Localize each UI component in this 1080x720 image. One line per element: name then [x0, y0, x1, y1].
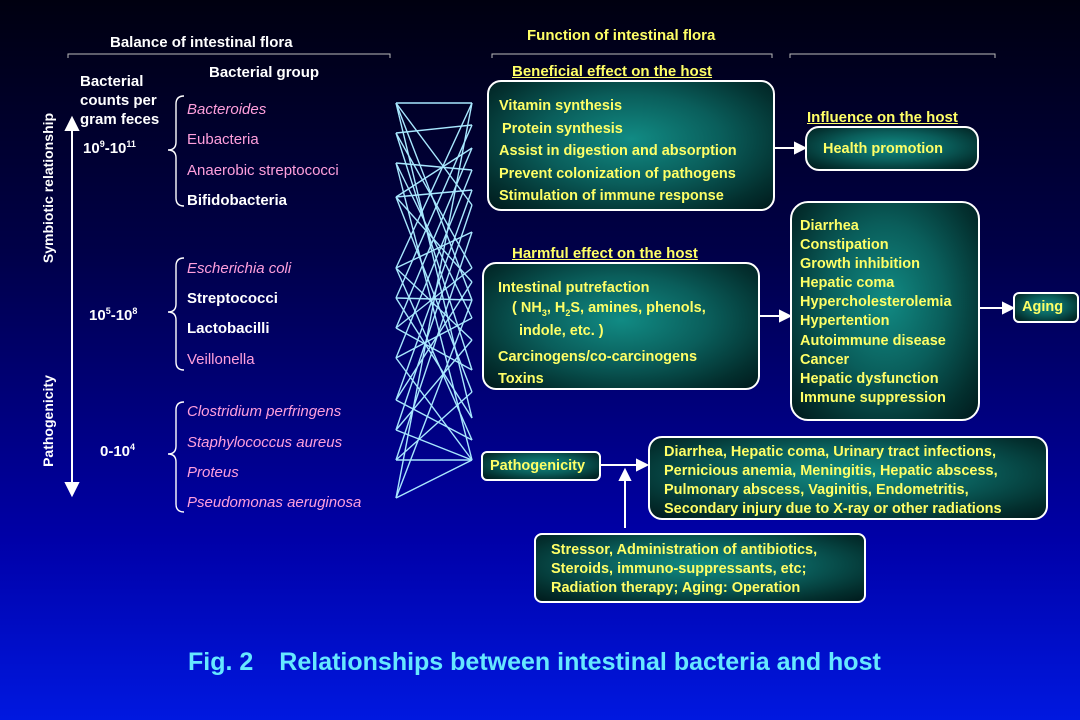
bacteria-item: Clostridium perfringens — [187, 403, 342, 420]
counts-header-line: gram feces — [80, 111, 160, 128]
link-line — [395, 317, 473, 359]
infection-line: Diarrhea, Hepatic coma, Urinary tract in… — [664, 444, 996, 460]
disease-item: Growth inhibition — [800, 256, 921, 273]
harmful-effects-box: Intestinal putrefaction ( NH3, H2S, amin… — [482, 262, 760, 390]
figure-number: Fig. 2 — [188, 648, 254, 676]
counts-header-line: Bacterial — [80, 73, 144, 90]
bacteria-function-links — [395, 102, 473, 499]
infections-box: Diarrhea, Hepatic coma, Urinary tract in… — [648, 436, 1048, 520]
link-line — [395, 391, 473, 461]
figure-caption: Fig. 2 Relationships between intestinal b… — [188, 648, 881, 677]
disease-item: Hepatic dysfunction — [800, 370, 939, 387]
stressor-box: Stressor, Administration of antibiotics,… — [534, 533, 866, 603]
bacteria-item: Veillonella — [187, 351, 255, 368]
function-header: Function of intestinal flora — [527, 27, 716, 44]
infection-line: Secondary injury due to X-ray or other r… — [664, 501, 1002, 517]
count-range-mid: 105-108 — [89, 306, 138, 324]
link-line — [395, 102, 473, 269]
stressor-line: Radiation therapy; Aging: Operation — [551, 580, 801, 596]
figure-title: Relationships between intestinal bacteri… — [279, 648, 881, 676]
harmful-item: indole, etc. ) — [519, 322, 604, 339]
beneficial-item: Prevent colonization of pathogens — [499, 165, 736, 182]
infection-line: Pernicious anemia, Meningitis, Hepatic a… — [664, 463, 998, 479]
beneficial-item: Vitamin synthesis — [499, 98, 623, 114]
link-line — [395, 124, 473, 299]
pathogenicity-side-label: Pathogenicity — [40, 375, 56, 467]
link-line — [395, 189, 473, 198]
symbiotic-relationship-label: Symbiotic relationship — [40, 112, 56, 264]
count-range-low: 0-104 — [100, 442, 136, 460]
bacteria-item: Escherichia coli — [187, 260, 292, 277]
beneficial-item: Protein synthesis — [502, 120, 623, 137]
bacteria-item: Proteus — [187, 464, 239, 481]
bacteria-item: Eubacteria — [187, 131, 259, 148]
beneficial-effects-box: Vitamin synthesis Protein synthesis Assi… — [487, 80, 775, 211]
counts-header: Bacterial counts per gram feces — [80, 72, 159, 129]
balance-header: Balance of intestinal flora — [110, 34, 293, 51]
link-line — [395, 189, 473, 401]
disease-item: Hepatic coma — [800, 275, 895, 292]
bacteria-item: Staphylococcus aureus — [187, 434, 343, 451]
link-line — [395, 147, 473, 329]
harmful-item-compounds: ( NH3, H2S, amines, phenols, — [512, 300, 706, 318]
bacteria-item: Lactobacilli — [187, 320, 270, 337]
counts-header-line: counts per — [80, 92, 157, 109]
vertical-double-arrow — [64, 115, 80, 498]
harmful-item: Intestinal putrefaction — [498, 280, 650, 296]
bacteria-item: Bifidobacteria — [187, 192, 288, 209]
harmful-item: Carcinogens/co-carcinogens — [498, 348, 698, 365]
beneficial-item: Stimulation of immune response — [499, 188, 724, 204]
health-promotion-text: Health promotion — [823, 141, 944, 157]
bacteria-item: Bacteroides — [187, 101, 267, 118]
disease-item: Autoimmune disease — [800, 332, 946, 349]
link-line — [395, 124, 473, 134]
health-promotion-box: Health promotion — [805, 126, 979, 171]
bacterial-group-header: Bacterial group — [209, 64, 320, 81]
link-line — [395, 339, 473, 431]
link-line — [395, 231, 473, 269]
influence-label: Influence on the host — [807, 109, 958, 126]
header-brackets — [67, 53, 996, 58]
link-line — [395, 399, 473, 441]
disease-item: Hypercholesterolemia — [800, 294, 952, 311]
link-line — [395, 147, 473, 198]
link-line — [395, 231, 473, 461]
bacteria-item: Streptococci — [187, 290, 278, 307]
link-line — [395, 281, 473, 401]
group-braces — [167, 95, 185, 513]
disease-item: Immune suppression — [800, 389, 946, 406]
link-line — [395, 102, 473, 499]
stressor-line: Steroids, immuno-suppressants, etc; — [551, 561, 807, 577]
harmful-item: Toxins — [498, 370, 544, 387]
diseases-box: Diarrhea Constipation Growth inhibition … — [790, 201, 980, 421]
disease-item: Constipation — [800, 237, 889, 254]
disease-item: Diarrhea — [800, 218, 859, 234]
pathogenicity-box-text: Pathogenicity — [490, 458, 586, 474]
flow-arrows — [600, 141, 1016, 528]
aging-box: Aging — [1013, 292, 1079, 323]
infection-line: Pulmonary abscess, Vaginitis, Endometrit… — [664, 482, 969, 498]
harmful-effect-label: Harmful effect on the host — [512, 245, 698, 262]
pathogenicity-box: Pathogenicity — [481, 451, 601, 481]
link-line — [395, 357, 473, 461]
stressor-line: Stressor, Administration of antibiotics, — [551, 542, 818, 558]
link-line — [395, 299, 473, 499]
link-line — [395, 327, 473, 371]
bacteria-item: Pseudomonas aeruginosa — [187, 494, 362, 511]
beneficial-effect-label: Beneficial effect on the host — [512, 63, 713, 80]
beneficial-item: Assist in digestion and absorption — [499, 143, 737, 159]
disease-item: Cancer — [800, 351, 850, 368]
link-line — [395, 459, 473, 499]
link-line — [395, 102, 473, 206]
bacteria-item: Anaerobic streptococci — [187, 162, 339, 179]
aging-text: Aging — [1022, 299, 1064, 315]
link-line — [395, 169, 473, 359]
link-line — [395, 204, 473, 431]
disease-item: Hypertention — [800, 313, 890, 330]
link-line — [395, 132, 473, 371]
link-line — [395, 132, 473, 269]
count-range-high: 109-1011 — [83, 139, 136, 157]
